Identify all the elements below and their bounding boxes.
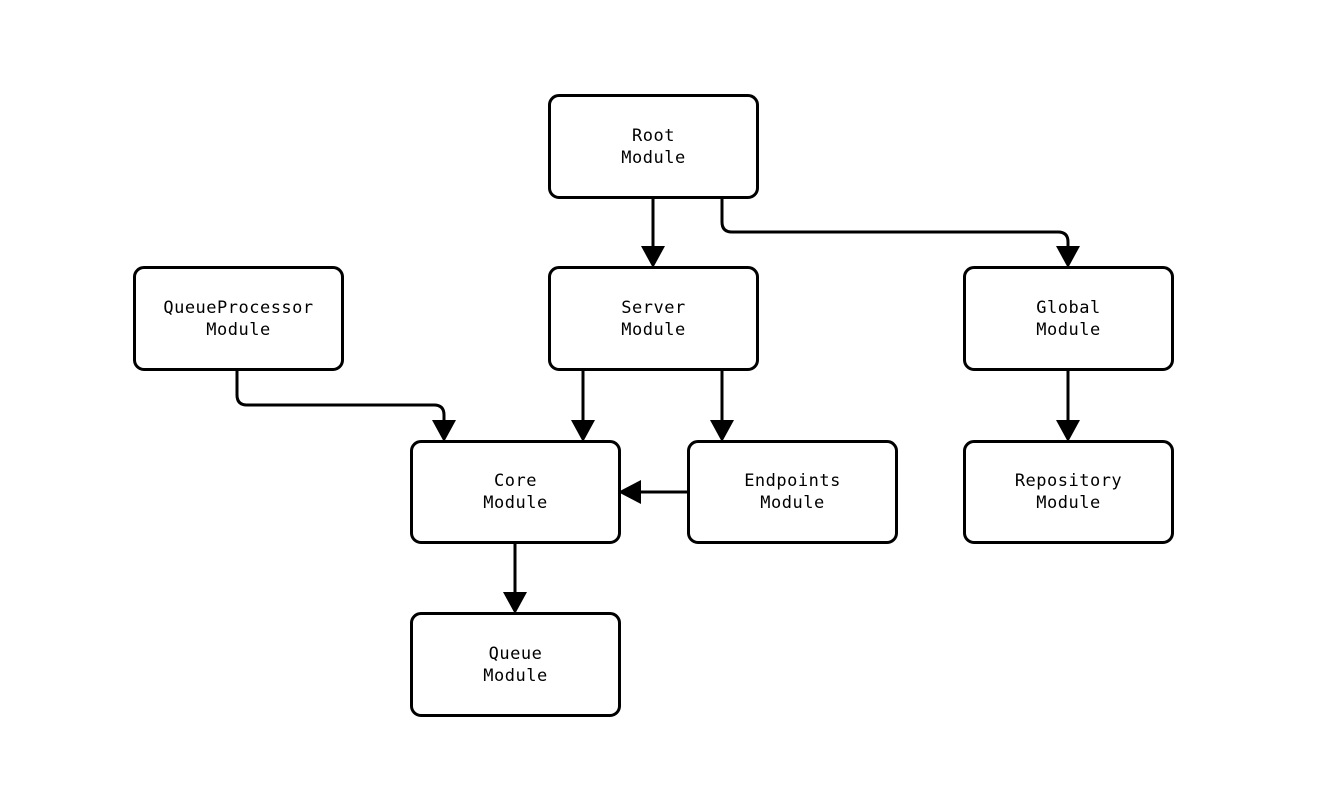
- repository-module[interactable]: Repository Module: [963, 440, 1174, 544]
- edge-queueprocessor-to-core: [235, 369, 456, 442]
- server-module-label-line2: Module: [621, 319, 686, 340]
- edge-global-to-repository: [1056, 371, 1080, 442]
- root-module[interactable]: Root Module: [548, 94, 759, 199]
- server-module[interactable]: Server Module: [548, 266, 759, 371]
- queueprocessor-module[interactable]: QueueProcessor Module: [133, 266, 344, 371]
- repository-module-label-line2: Module: [1036, 493, 1101, 513]
- queue-module-label-line2: Module: [483, 665, 548, 686]
- endpoints-module-label-line2: Module: [760, 493, 825, 513]
- edge-server-to-core: [571, 371, 595, 442]
- core-module[interactable]: Core Module: [410, 440, 621, 544]
- queue-module[interactable]: Queue Module: [410, 612, 621, 717]
- edge-endpoints-to-core: [618, 480, 687, 504]
- global-module-label-line1: Global: [1036, 297, 1101, 318]
- edge-root-to-server: [641, 199, 665, 268]
- edge-root-to-global: [720, 197, 1080, 268]
- global-module[interactable]: Global Module: [963, 266, 1174, 371]
- root-module-label-line1: Root: [632, 125, 675, 146]
- queueprocessor-module-label-line2: Module: [206, 319, 271, 340]
- queue-module-label-line1: Queue: [488, 643, 543, 664]
- root-module-label-line2: Module: [621, 147, 686, 168]
- endpoints-module-label-line1: Endpoints: [744, 471, 841, 491]
- core-module-label-line2: Module: [483, 493, 548, 513]
- core-module-label-line1: Core: [494, 471, 537, 491]
- endpoints-module[interactable]: Endpoints Module: [687, 440, 898, 544]
- edge-core-to-queue: [503, 544, 527, 614]
- repository-module-label-line1: Repository: [1014, 471, 1123, 491]
- server-module-label-line1: Server: [621, 297, 686, 318]
- global-module-label-line2: Module: [1036, 319, 1101, 340]
- edge-server-to-endpoints: [710, 371, 734, 442]
- queueprocessor-module-label-line1: QueueProcessor: [163, 297, 314, 318]
